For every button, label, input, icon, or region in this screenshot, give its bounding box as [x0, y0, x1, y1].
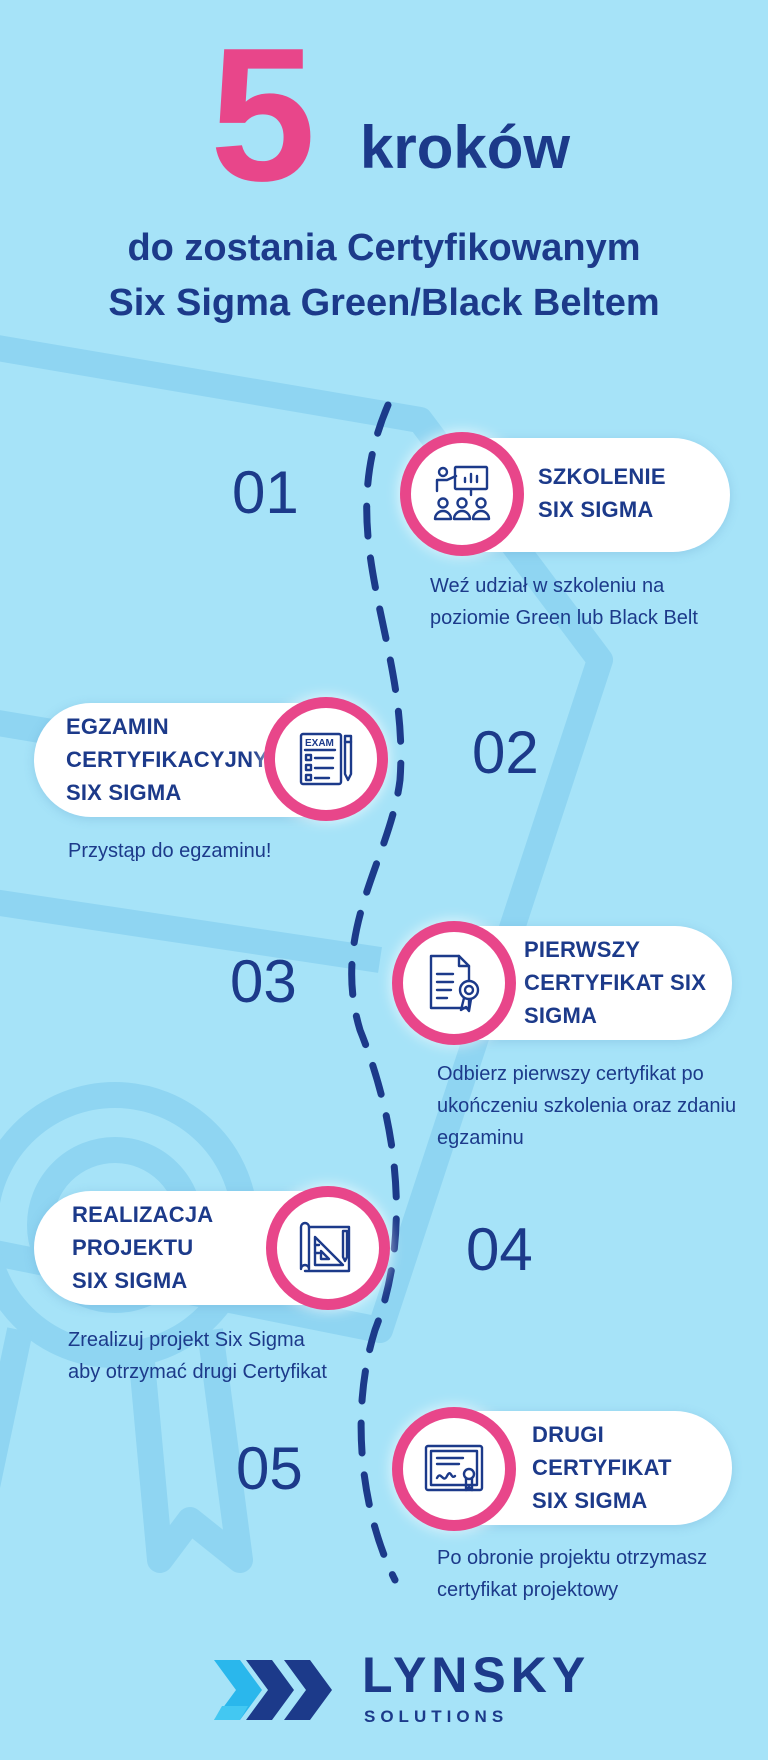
step-number: 03: [230, 948, 297, 1015]
step-icon-circle: [266, 1186, 390, 1310]
step-description: Odbierz pierwszy certyfikat po ukończeni…: [437, 1063, 737, 1149]
blueprint-icon: [299, 1221, 351, 1273]
step-number: 01: [232, 459, 299, 526]
step-description: Przystąp do egzaminu!: [68, 840, 272, 862]
step-description: Weź udział w szkoleniu na poziomie Green…: [430, 575, 698, 629]
logo-name: LYNSKY: [362, 1647, 591, 1703]
diploma-icon: [424, 1444, 484, 1492]
step-title: SZKOLENIE SIX SIGMA: [538, 464, 666, 522]
logo-sub: SOLUTIONS: [364, 1707, 509, 1726]
step-title: PIERWSZY CERTYFIKAT SIX SIGMA: [524, 937, 707, 1028]
header-subtitle-line2: Six Sigma Green/Black Beltem: [108, 282, 660, 324]
header-word: kroków: [360, 114, 571, 181]
step-icon-circle: [392, 1407, 516, 1531]
step-icon-circle: [400, 432, 524, 556]
exam-icon: EXAM: [299, 732, 353, 786]
header-subtitle-line1: do zostania Certyfikowanym: [127, 227, 641, 269]
step-description: Zrealizuj projekt Six Sigma aby otrzymać…: [68, 1329, 327, 1383]
step-title: REALIZACJA PROJEKTU SIX SIGMA: [72, 1202, 214, 1293]
step-number: 02: [472, 719, 539, 786]
lynsky-chevrons-icon: [214, 1660, 332, 1720]
step-title: EGZAMIN CERTYFIKACYJNY SIX SIGMA: [66, 714, 269, 805]
header-number: 5: [210, 9, 316, 221]
certificate-document-icon: [429, 954, 480, 1013]
step-icon-circle: EXAM: [264, 697, 388, 821]
step-icon-circle: [392, 921, 516, 1045]
step-number: 05: [236, 1435, 303, 1502]
step-description: Po obronie projektu otrzymasz certyfikat…: [437, 1547, 708, 1601]
training-icon: [433, 465, 491, 521]
step-title: DRUGI CERTYFIKAT SIX SIGMA: [532, 1422, 672, 1513]
exam-label: EXAM: [305, 738, 334, 749]
step-number: 04: [466, 1216, 533, 1283]
